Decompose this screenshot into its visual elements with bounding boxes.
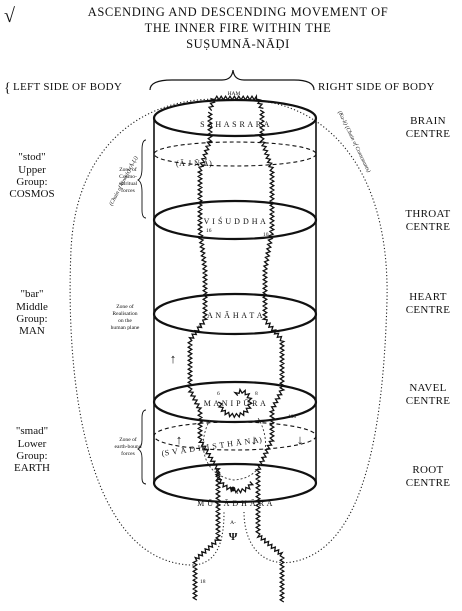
chakra-ring-ajna: [153, 141, 317, 167]
group-upper-tib: "stod": [18, 151, 45, 163]
num-1: 1: [236, 490, 239, 496]
group-upper-group: Group:: [16, 176, 47, 188]
chakra-ring-svadhisthana: [153, 421, 317, 451]
zone-3-bracket: [136, 409, 147, 485]
centre-brain-l2: CENTRE: [406, 128, 451, 140]
zone-2-line-1: Zone of: [116, 303, 134, 310]
kundalini-point: [230, 486, 236, 492]
label-sahasrara: S A H A S R A R A: [200, 120, 270, 129]
group-lower-group: Group:: [16, 450, 47, 462]
label-muladhara: M Ū L Ā D H Ā R A: [197, 499, 273, 508]
zone-1-line-3: spiritual: [119, 181, 138, 187]
chakra-ring-anahata: [152, 292, 318, 336]
chakra-ring-sahasrara: [152, 98, 318, 138]
centre-throat-l1: THROAT: [405, 208, 450, 220]
left-fire-channel: [186, 111, 222, 601]
centre-navel-l1: NAVEL: [409, 382, 446, 394]
zone-1-line-4: forces: [121, 187, 135, 194]
outer-nadi-loops: [69, 98, 388, 566]
title-line-1: ASCENDING AND DESCENDING MOVEMENT OF: [88, 5, 389, 19]
label-manipura: M A N I P Ū R A: [204, 399, 267, 408]
title-line-2: THE INNER FIRE WITHIN THE: [145, 21, 332, 35]
fire-channels: [186, 94, 286, 603]
group-middle-group: Group:: [16, 313, 47, 325]
zone-3-line-2: earth-bound: [114, 444, 141, 450]
group-middle-realm: MAN: [19, 325, 45, 337]
centre-heart-l1: HEART: [409, 291, 447, 303]
chakra-ring-muladhara: [152, 462, 318, 504]
zone-2-line-4: human plane: [111, 325, 140, 331]
flow-arrows: ↑ ↑ ↓ ↓: [170, 351, 304, 447]
num-8: 8: [255, 391, 258, 397]
num-10: 10: [263, 232, 269, 238]
title-block: √ ASCENDING AND DESCENDING MOVEMENT OF T…: [4, 5, 388, 51]
left-side-label: LEFT SIDE OF BODY: [13, 81, 122, 93]
centre-navel-l2: CENTRE: [406, 395, 451, 407]
title-line-3: SUṢUMNĀ-NĀḌI: [186, 37, 290, 51]
num-6: 6: [217, 391, 220, 397]
body-brace: [149, 69, 315, 91]
group-upper-realm: COSMOS: [9, 188, 54, 200]
centre-throat-l2: CENTRE: [406, 221, 451, 233]
centre-root-l1: ROOT: [412, 464, 443, 476]
descending-arrow-right-outer: ↓: [297, 432, 304, 447]
susumna-cylinder: [152, 98, 318, 504]
zone-1-line-1: Zone of: [119, 166, 137, 173]
zone-3-line-3: forces: [121, 450, 135, 457]
left-bracket: {: [4, 81, 11, 96]
centre-root-l2: CENTRE: [406, 477, 451, 489]
group-upper-name: Upper: [18, 164, 46, 176]
petal-numbers: 16 10 4 6 8 108 1 18: [198, 228, 297, 585]
left-nadi-loop: [69, 98, 233, 566]
left-groups: "stod" Upper Group: COSMOS "bar" Middle …: [9, 151, 54, 474]
inner-root-loop: [203, 417, 266, 481]
manipura-coil: [217, 387, 254, 419]
label-anahata: A N Ā H A T A: [207, 311, 263, 320]
zone-3-line-1: Zone of: [119, 436, 137, 443]
seed-am: A-: [230, 520, 236, 526]
group-lower-tib: "smad": [16, 425, 48, 437]
chakra-labels: S A H A S R A R A (Ā J Ñ Ā) V I Ś U D D …: [161, 120, 273, 508]
centre-heart-l2: CENTRE: [406, 304, 451, 316]
seed-syllables: HAṂ A- Ψ: [228, 91, 241, 543]
centre-brain-l1: BRAIN: [410, 115, 446, 127]
seed-ham: HAṂ: [228, 91, 241, 97]
group-lower-realm: EARTH: [14, 462, 50, 474]
crown-loop: [207, 94, 264, 112]
ascending-arrow-left-inner: ↑: [176, 432, 183, 447]
chakra-ring-visuddha: [152, 199, 318, 241]
label-ajna: (Ā J Ñ Ā): [176, 158, 212, 168]
right-fire-channel: [254, 109, 286, 603]
group-middle-name: Middle: [16, 301, 48, 313]
descending-arrow-right-inner: ↓: [251, 432, 258, 447]
check-mark: √: [4, 5, 15, 27]
num-18: 18: [200, 579, 206, 585]
seed-glyph: Ψ: [229, 531, 238, 543]
zone-2-line-2: Realisation: [112, 311, 137, 317]
zone-labels: Zone of Cosmo- spiritual forces Zone of …: [111, 139, 147, 485]
group-lower-name: Lower: [18, 438, 47, 450]
right-side-label: RIGHT SIDE OF BODY: [318, 81, 435, 93]
group-middle-tib: "bar": [20, 288, 43, 300]
label-visuddha: V I Ś U D D H A: [204, 216, 267, 226]
zone-2-line-3: on the: [118, 318, 132, 324]
zone-1-bracket: [136, 139, 147, 219]
zone-1-line-2: Cosmo-: [119, 174, 137, 180]
nadi-right-label: (Ka-li) (Chain of Consonants): [336, 110, 372, 174]
num-16: 16: [206, 228, 212, 234]
ascending-arrow-heart: ↑: [170, 351, 177, 366]
side-labels: { LEFT SIDE OF BODY RIGHT SIDE OF BODY: [4, 69, 435, 96]
right-centres: BRAIN CENTRE THROAT CENTRE HEART CENTRE …: [405, 115, 450, 489]
num-4: 4: [198, 323, 201, 329]
num-108: 108: [288, 414, 297, 420]
